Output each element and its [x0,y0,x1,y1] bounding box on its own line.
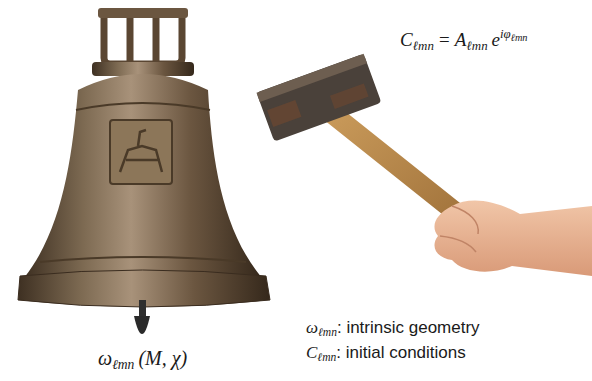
formula-label: ωℓmn: intrinsic geometry [306,318,480,340]
math-symbol: e [491,29,499,50]
math-symbol: ω [98,347,112,369]
bell-body [24,74,262,278]
bell-ring [40,257,246,262]
crown-top [98,8,188,18]
superscript-group: iφℓmn [500,26,528,41]
emblem-rider [120,130,162,172]
math-symbol: ω [306,318,318,337]
math-symbol: = A [438,29,467,50]
subscript: ℓmn [317,351,336,364]
bell-crown [104,12,182,64]
bell-ring [76,103,210,110]
subscript: ℓmn [413,38,434,53]
hammer-head [256,54,381,142]
subscript: ℓmn [318,326,337,339]
math-symbol: C [400,29,413,50]
formula-label: Cℓmn= Aℓmneiφℓmn [400,26,528,53]
bell-emblem [110,120,172,184]
crown-base [92,62,194,76]
description-text: : intrinsic geometry [337,318,480,337]
subscript: ℓmn [112,357,134,372]
subscript: ℓmn [511,32,528,43]
clapper [134,316,150,334]
formula-label: ωℓmn (M, χ) [98,346,187,373]
subscript: ℓmn [466,38,487,53]
formula-label: Cℓmn: initial conditions [306,343,466,365]
clapper-rod [139,300,146,318]
hand [434,200,592,276]
finger-lines [440,206,478,252]
description-text: : initial conditions [336,343,465,362]
math-symbol: C [306,343,317,362]
math-symbol: (M, χ) [138,347,187,369]
superscript: iφ [500,26,511,41]
